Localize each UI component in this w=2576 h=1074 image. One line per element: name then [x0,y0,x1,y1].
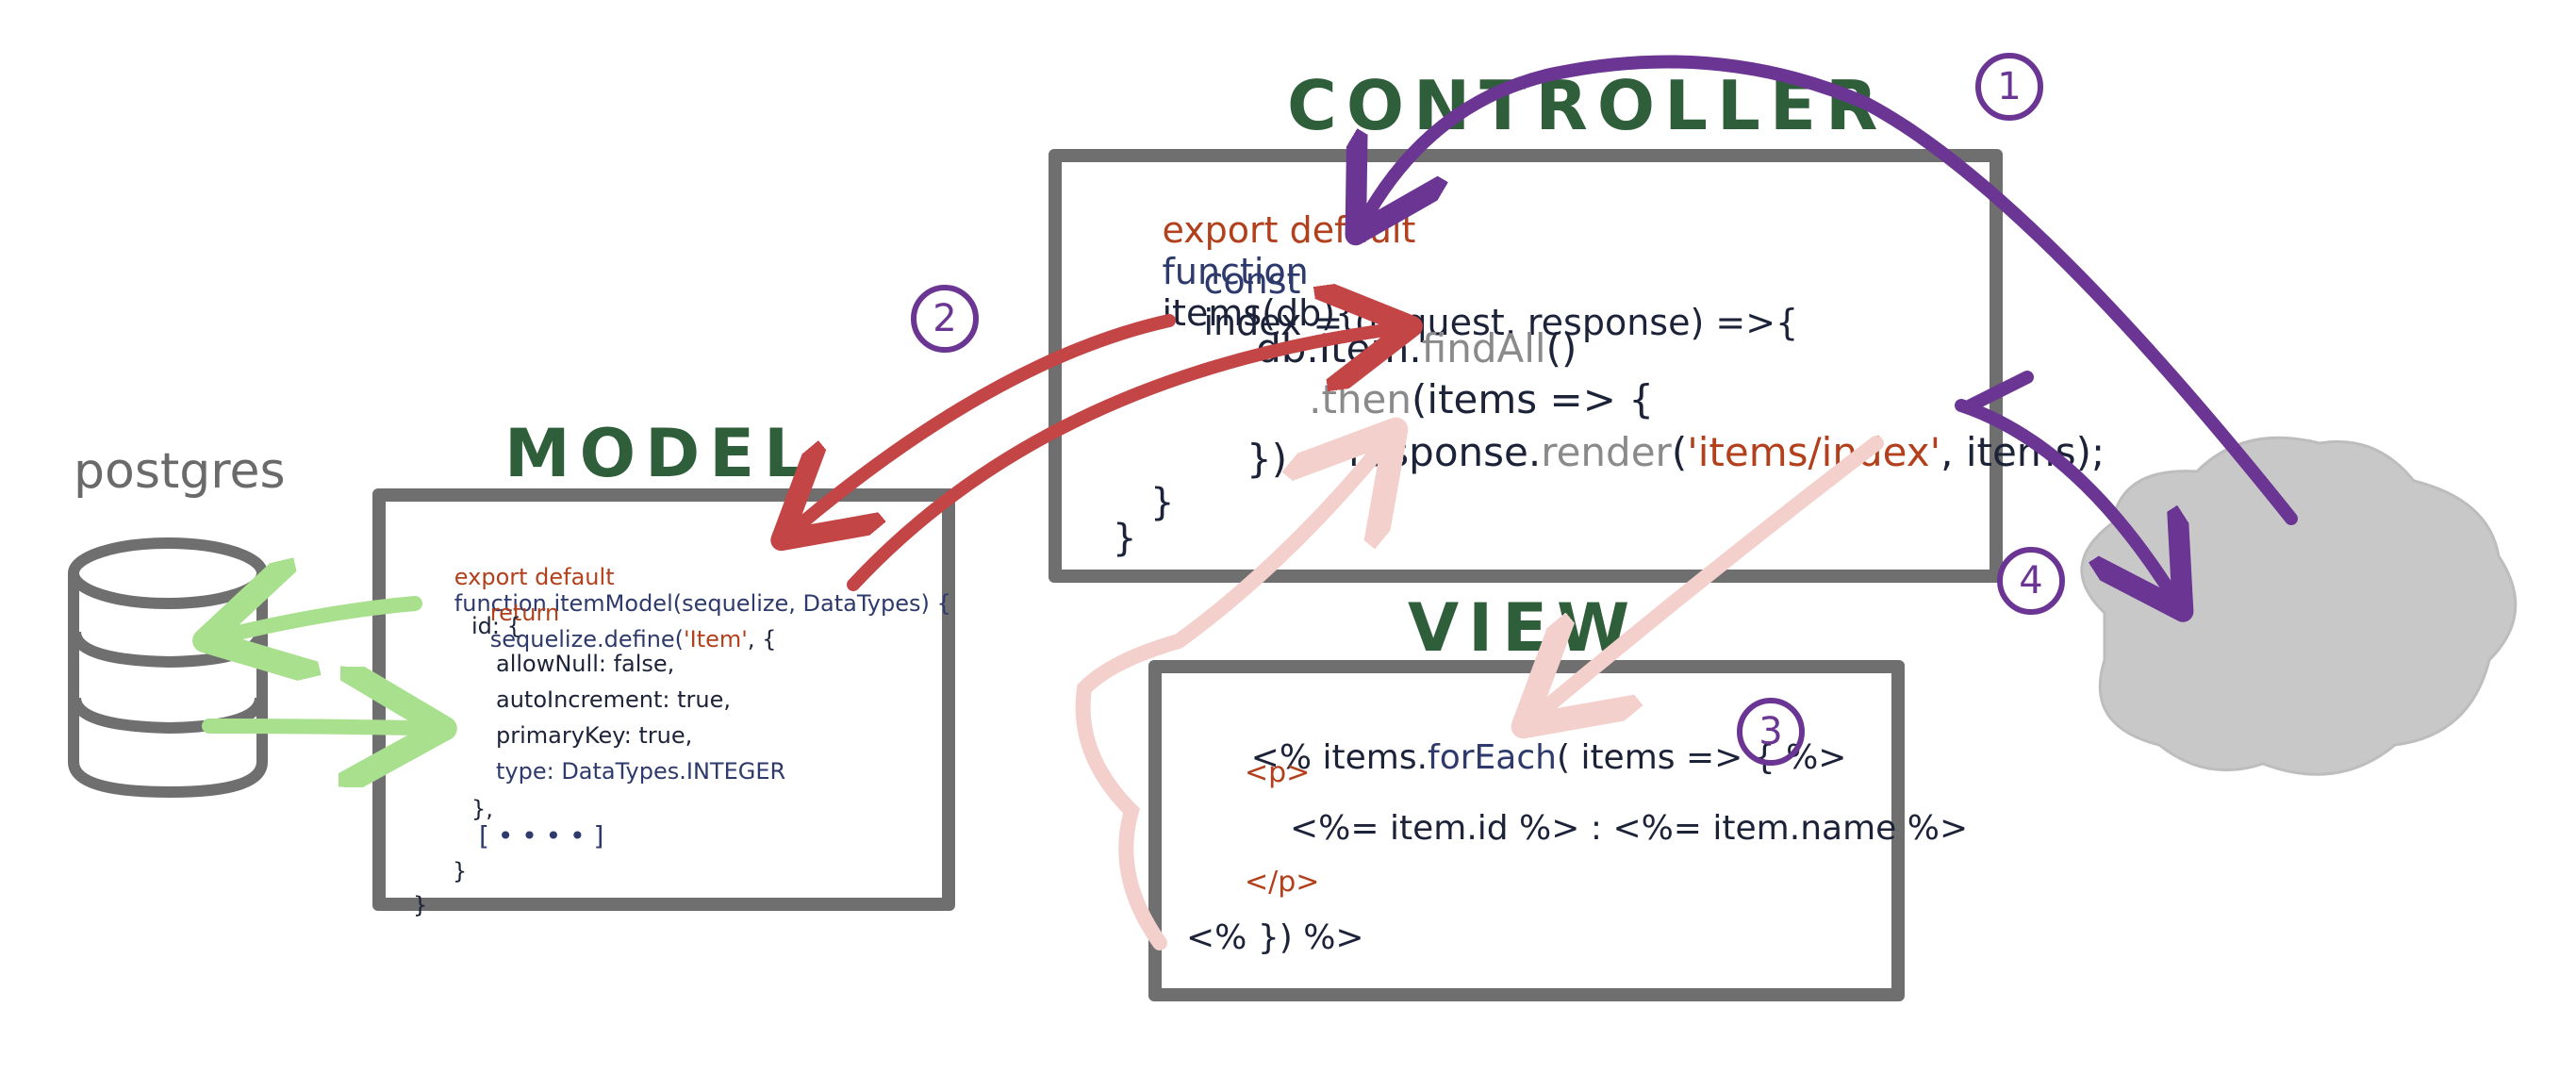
view-line-5: <% }) %> [1186,918,1364,957]
controller-title: CONTROLLER [1287,66,1888,145]
model-line-1: export default function itemModel(sequel… [411,537,951,643]
view-line-4: </p> [1245,866,1320,899]
model-line-3: id: { [471,613,521,639]
controller-code: export default function items(db){ const… [1094,168,2105,583]
step-marker-2: 2 [911,285,979,353]
model-line-8: }, [471,796,493,822]
view-title: VIEW [1408,589,1640,667]
foreach-callback: ( items => { %> [1556,738,1847,777]
model-signature: function itemModel(sequelize, DataTypes)… [454,590,951,617]
keyword-function: function [1162,251,1309,292]
foreach-method: forEach [1428,738,1557,777]
response-ref: response. [1348,429,1542,475]
controller-line-6: }) [1247,436,1288,482]
step-marker-3: 3 [1737,698,1805,766]
view-path-string: 'items/index' [1687,429,1941,475]
model-name-string: 'Item' [684,626,748,653]
keyword-return: return [489,600,560,626]
render-method: render [1541,429,1672,475]
controller-line-7: } [1150,481,1175,524]
model-line-7: type: DataTypes.INTEGER [496,758,786,785]
define-open: , { [747,626,777,653]
model-line-11: } [413,892,428,918]
render-args-end: , items); [1940,429,2105,475]
model-title: MODEL [504,415,816,492]
model-line-2: return sequelize.define('Item', { [447,573,777,679]
model-line-4: allowNull: false, [496,651,675,677]
keyword-export-default: export default [454,564,615,590]
sequelize-define: sequelize.define( [489,626,685,653]
view-line-3: <%= item.id %> : <%= item.name %> [1290,809,1969,848]
keyword-const: const [1203,260,1301,302]
render-open-paren: ( [1671,429,1688,475]
model-line-10: } [453,858,468,884]
view-line-2: <p> [1245,756,1311,789]
step-marker-4: 4 [1997,547,2065,615]
controller-line-5: response.render('items/index', items); [1273,383,2105,521]
cloud-icon [2080,436,2518,776]
model-code: export default function itemModel(sequel… [411,537,951,918]
model-line-6: primaryKey: true, [496,722,693,749]
postgres-label: postgres [74,443,286,500]
view-code: <% items.forEach( items => { %> <p> <%= … [1186,700,1968,970]
model-line-5: autoIncrement: true, [496,686,731,713]
step-marker-1: 1 [1975,53,2043,121]
database-icon [68,537,268,799]
model-line-9: [ • • • • ] [479,820,604,851]
controller-line-8: } [1113,517,1137,560]
